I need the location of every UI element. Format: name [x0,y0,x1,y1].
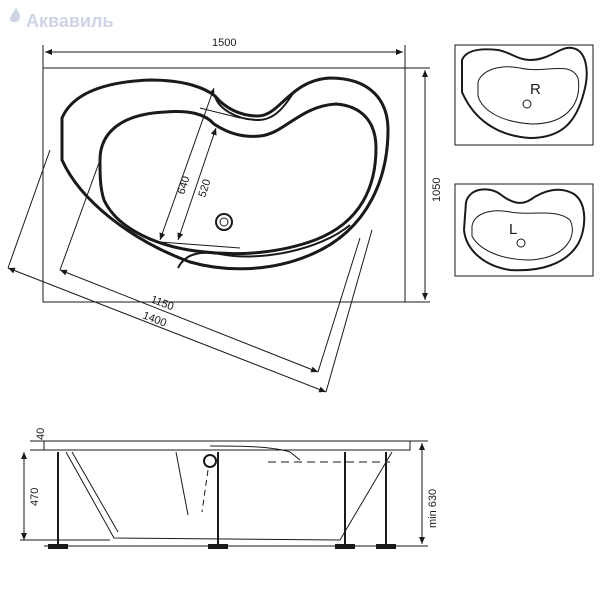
min-height-label: min 630 [427,489,439,528]
side-tub-inner [71,451,119,533]
variant-left-label: L [509,221,517,238]
width-label: 1500 [212,37,236,49]
depth-520-dimension [177,127,217,241]
headrest-curve [214,91,295,122]
side-tub-body [65,451,393,541]
top-view: 1500 1050 640 520 1150 1400 [7,37,443,393]
brand-logo: Аквавиль [9,8,113,31]
depth-label: 1050 [431,178,443,202]
height-label: 470 [29,488,41,506]
side-tub-step [175,451,189,516]
variant-left-basin [471,210,573,261]
rim-outline [60,76,390,271]
variant-right-basin [477,66,580,125]
seat-line [177,224,351,269]
diagonal-1400-dimension [7,267,327,393]
variant-right: R [454,44,594,146]
drain-icon [215,213,233,231]
variant-left-drain-icon [516,238,526,248]
variant-left: L [454,183,594,277]
side-rim [43,440,411,451]
variant-left-outline [462,188,586,272]
variant-right-outline [461,46,588,140]
depth-640-label: 640 [175,175,192,196]
side-view: 40 470 min 630 [20,428,439,549]
side-drain-icon [203,454,217,468]
drop-icon [9,8,20,22]
diagonal-1400-label: 1400 [141,310,168,330]
drain-inner [219,217,229,227]
depth-520-label: 520 [196,178,213,199]
variant-right-drain-icon [522,99,532,109]
basin-outline [98,102,378,256]
diagonal-1150-dimension [59,269,319,373]
side-rim-curve [209,445,301,461]
rim-label: 40 [35,428,47,440]
variant-right-label: R [530,81,541,98]
brand-name: Аквавиль [26,11,113,31]
